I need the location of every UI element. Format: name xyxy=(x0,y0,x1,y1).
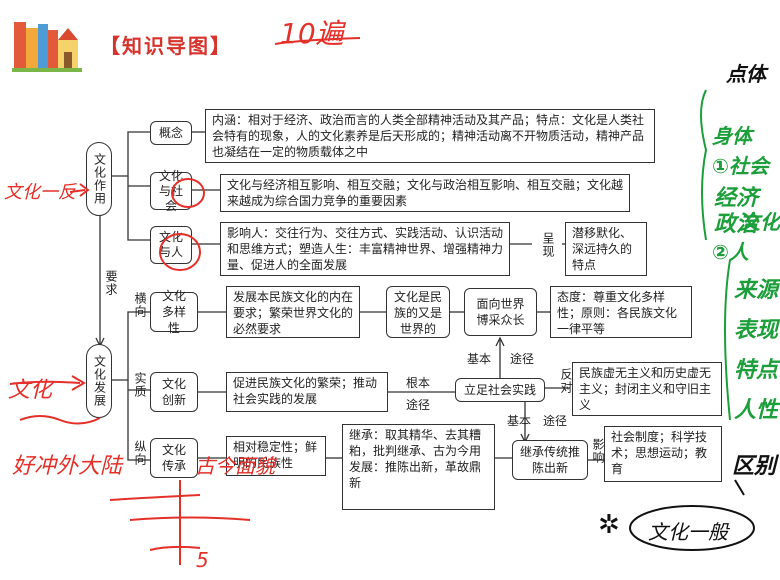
box-yingxiang-content: 社会制度；科学技术；思想运动；教育 xyxy=(604,426,722,482)
handwriting-right-4: 政治 xyxy=(714,212,759,237)
label-jiben-a: 基本 xyxy=(467,352,492,366)
box-chuangxin-content: 促进民族文化的繁荣；推动社会实践的发展 xyxy=(226,372,388,412)
box-shehui-content: 文化与经济相互影响、相互交融；文化与政治相互影响、相互交融；文化越来越成为综合国… xyxy=(220,174,630,212)
handwriting-left-b: 文化 xyxy=(8,378,53,403)
books-icon xyxy=(8,16,88,74)
handwriting-five: 5 xyxy=(196,548,209,572)
node-wenhua-zuoyong: 文化作用 xyxy=(86,142,112,216)
box-ren-content: 影响人：交往行为、交往方式、实践活动、认识活动和思维方式；塑造人生：丰富精神世界… xyxy=(220,222,510,276)
label-hengxiang: 横向 xyxy=(133,292,147,318)
box-gainian-content: 内涵：相对于经济、政治而言的人类全部精神活动及其产品；特点：文化是人类社会特有的… xyxy=(205,109,655,163)
star-icon: ✲ xyxy=(598,510,620,540)
handwriting-right-2: ①社会 xyxy=(712,154,769,178)
node-gainian: 概念 xyxy=(150,121,192,145)
box-lizu-shijian: 立足社会实践 xyxy=(455,378,545,402)
handwriting-right-5: 文化 xyxy=(740,210,780,234)
box-ren-feature: 潜移默化、深远持久的特点 xyxy=(565,222,647,276)
node-chuangxin: 文化创新 xyxy=(150,372,198,412)
handwriting-top-note: 10遍 xyxy=(280,17,344,50)
box-mianxiang-shijie: 面向世界博采众长 xyxy=(464,288,537,336)
box-minzu-shijie: 文化是民族的又是世界的 xyxy=(386,286,450,338)
handwriting-right-8: 表现 xyxy=(734,318,779,343)
handwriting-right-10: 人性 xyxy=(734,398,779,423)
node-duoyangxing: 文化多样性 xyxy=(150,289,198,335)
handwriting-symbol: 区别 xyxy=(732,454,777,479)
label-yingxiang: 影响 xyxy=(591,438,605,464)
handwriting-right-1: 身体 xyxy=(712,124,752,148)
node-chuancheng: 文化传承 xyxy=(150,438,198,478)
label-chengxian: 呈现 xyxy=(541,232,555,258)
handwriting-right-9: 特点 xyxy=(734,358,779,383)
handwriting-left-c: 好冲外大陆 xyxy=(12,454,123,479)
node-wenhua-fazhan: 文化发展 xyxy=(86,344,112,418)
handwriting-left-a: 文化一反 xyxy=(4,182,76,203)
handwriting-right-3: 经济 xyxy=(714,186,759,211)
label-tujing-a: 途径 xyxy=(406,398,431,412)
label-shizhi: 实质 xyxy=(133,372,147,398)
handwriting-right-0: 点体 xyxy=(726,62,766,86)
box-jicheng-content: 继承：取其精华、去其糟粕，批判继承、古为今用 发展：推陈出新，革故鼎新 xyxy=(342,424,495,510)
page-title: 【知识导图】 xyxy=(100,34,232,58)
box-jicheng-chuantong: 继承传统推陈出新 xyxy=(512,440,588,480)
label-genben: 根本 xyxy=(406,376,431,390)
label-yaoqiu: 要求 xyxy=(104,270,118,296)
handwriting-right-a: 文化一般 xyxy=(648,520,728,544)
label-tujing-c: 途径 xyxy=(543,414,568,428)
label-tujing-b: 途径 xyxy=(510,352,535,366)
handwriting-right-7: 来源 xyxy=(734,278,779,303)
handwriting-right-6: ②人 xyxy=(712,240,749,264)
label-fandui: 反对 xyxy=(559,368,573,394)
label-jiben-b: 基本 xyxy=(507,414,532,428)
box-duoyangxing-req: 发展本民族文化的内在要求；繁荣世界文化的必然要求 xyxy=(226,286,360,338)
box-taidu: 态度：尊重文化多样性；原则：各民族文化一律平等 xyxy=(550,286,692,338)
box-fandui-content: 民族虚无主义和历史虚无主义；封闭主义和守旧主义 xyxy=(572,362,722,416)
handwriting-mid-note: 古今面貌 xyxy=(195,454,275,478)
label-zongxiang: 纵向 xyxy=(133,440,147,466)
box-chuancheng-feature: 相对稳定性；鲜明的民族性 xyxy=(226,436,326,476)
